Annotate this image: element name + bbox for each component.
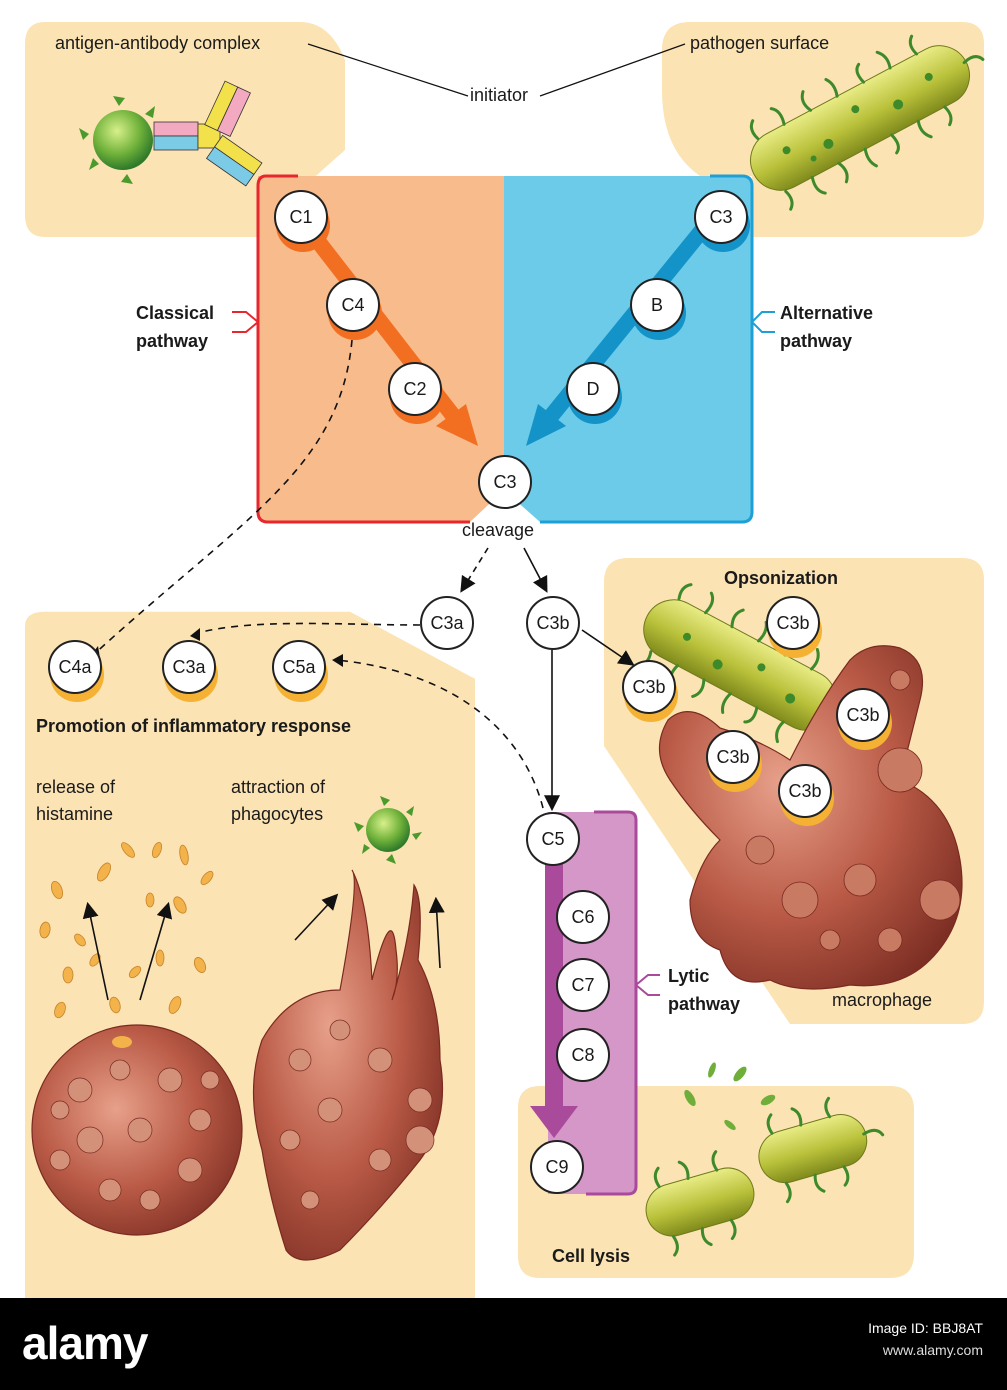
histamine-granules xyxy=(39,841,214,1019)
label-release: release of xyxy=(36,777,116,797)
watermark-image-id: Image ID: BBJ8AT xyxy=(868,1320,983,1336)
label-lytic: Lytic xyxy=(668,966,710,986)
label-classical: Classical xyxy=(136,303,215,323)
node-c6: C6 xyxy=(556,890,610,944)
label-classical-pathway: pathway xyxy=(136,331,209,351)
node-c2: C2 xyxy=(388,362,444,424)
node-c3-center: C3 xyxy=(478,455,532,509)
label-macrophage: macrophage xyxy=(832,990,933,1010)
node-c3b-2: C3b xyxy=(622,660,678,722)
label-cell-lysis: Cell lysis xyxy=(552,1246,631,1266)
node-c3a-mid: C3a xyxy=(420,596,474,650)
label-pathogen-surface: pathogen surface xyxy=(690,33,830,53)
node-c9: C9 xyxy=(530,1140,584,1194)
watermark-url: www.alamy.com xyxy=(882,1342,983,1358)
node-c3b-4: C3b xyxy=(706,730,762,792)
node-c7: C7 xyxy=(556,958,610,1012)
node-c3-alternative: C3 xyxy=(694,190,750,252)
classical-box xyxy=(258,176,504,522)
label-attraction: attraction of xyxy=(231,777,326,797)
label-antigen-antibody: antigen-antibody complex xyxy=(55,33,261,53)
node-c3a: C3a xyxy=(162,640,218,702)
label-initiator: initiator xyxy=(470,85,529,105)
node-c5: C5 xyxy=(526,812,580,866)
watermark-footer: alamy Image ID: BBJ8AT www.alamy.com xyxy=(0,1298,1007,1390)
node-c3b-1: C3b xyxy=(766,596,822,658)
node-d: D xyxy=(566,362,622,424)
label-opsonization: Opsonization xyxy=(724,568,838,588)
watermark-brand: alamy xyxy=(22,1317,148,1369)
label-histamine: histamine xyxy=(36,804,114,824)
label-lytic-pathway: pathway xyxy=(668,994,741,1014)
node-c1: C1 xyxy=(274,190,330,252)
node-c3b-3: C3b xyxy=(836,688,892,750)
attractant-ball xyxy=(354,796,422,864)
node-c4: C4 xyxy=(326,278,382,340)
antibody xyxy=(153,80,263,187)
node-b: B xyxy=(630,278,686,340)
pathogen-bacterium xyxy=(749,34,985,211)
node-c4a: C4a xyxy=(48,640,104,702)
node-c3b-5: C3b xyxy=(778,764,834,826)
label-alternative: Alternative xyxy=(780,303,874,323)
label-alternative-pathway: pathway xyxy=(780,331,853,351)
label-cleavage: cleavage xyxy=(462,520,535,540)
node-c3b-mid: C3b xyxy=(526,596,580,650)
node-c8: C8 xyxy=(556,1028,610,1082)
node-c5a: C5a xyxy=(272,640,328,702)
mast-cell xyxy=(31,1024,243,1236)
lysed-bacterium xyxy=(645,1062,885,1257)
label-promotion: Promotion of inflammatory response xyxy=(36,716,352,736)
label-phagocytes: phagocytes xyxy=(231,804,324,824)
alternative-box xyxy=(504,176,752,522)
phagocyte-cell xyxy=(252,869,444,1261)
